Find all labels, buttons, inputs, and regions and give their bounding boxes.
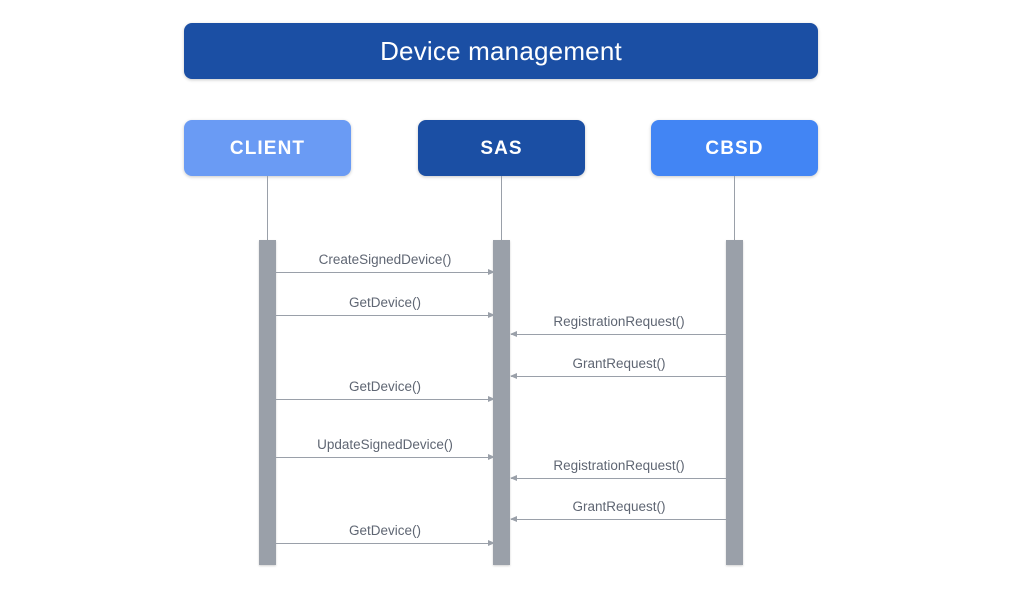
message-line bbox=[511, 478, 727, 479]
message-label: RegistrationRequest() bbox=[553, 314, 685, 330]
participant-box-client[interactable]: CLIENT bbox=[184, 120, 351, 176]
message-client-to-sas[interactable]: GetDevice() bbox=[276, 295, 495, 318]
message-line bbox=[511, 376, 727, 377]
arrow-head-left-icon bbox=[510, 515, 517, 522]
participant-label-sas: SAS bbox=[480, 137, 523, 159]
message-line bbox=[511, 519, 727, 520]
arrow-head-right-icon bbox=[488, 539, 495, 546]
diagram-title-banner: Device management bbox=[184, 23, 818, 79]
message-line bbox=[276, 315, 494, 316]
message-label: RegistrationRequest() bbox=[553, 458, 685, 474]
activation-bar-cbsd bbox=[726, 240, 743, 565]
participant-label-client: CLIENT bbox=[229, 137, 306, 159]
message-cbsd-to-sas[interactable]: RegistrationRequest() bbox=[510, 314, 727, 337]
page-title: Device management bbox=[380, 36, 622, 66]
lifeline-client bbox=[267, 176, 268, 240]
message-label: GrantRequest() bbox=[572, 356, 666, 372]
message-label: GetDevice() bbox=[348, 295, 421, 311]
arrow-head-right-icon bbox=[488, 395, 495, 402]
lifeline-cbsd bbox=[734, 176, 735, 240]
message-label: CreateSignedDevice() bbox=[318, 252, 452, 268]
message-client-to-sas[interactable]: GetDevice() bbox=[276, 523, 495, 546]
arrow-head-right-icon bbox=[488, 311, 495, 318]
message-cbsd-to-sas[interactable]: GrantRequest() bbox=[510, 356, 727, 379]
message-label: GrantRequest() bbox=[572, 499, 666, 515]
message-cbsd-to-sas[interactable]: RegistrationRequest() bbox=[510, 458, 727, 481]
arrow-head-left-icon bbox=[510, 372, 517, 379]
message-cbsd-to-sas[interactable]: GrantRequest() bbox=[510, 499, 727, 522]
participant-box-cbsd[interactable]: CBSD bbox=[651, 120, 818, 176]
message-line bbox=[276, 399, 494, 400]
participant-box-sas[interactable]: SAS bbox=[418, 120, 585, 176]
message-line bbox=[276, 272, 494, 273]
message-client-to-sas[interactable]: UpdateSignedDevice() bbox=[276, 437, 495, 460]
message-line bbox=[276, 457, 494, 458]
activation-bar-client bbox=[259, 240, 276, 565]
participant-label-cbsd: CBSD bbox=[705, 137, 764, 159]
message-line bbox=[276, 543, 494, 544]
arrow-head-left-icon bbox=[510, 330, 517, 337]
message-client-to-sas[interactable]: CreateSignedDevice() bbox=[276, 252, 495, 275]
message-label: GetDevice() bbox=[348, 523, 421, 539]
arrow-head-right-icon bbox=[488, 453, 495, 460]
message-line bbox=[511, 334, 727, 335]
message-client-to-sas[interactable]: GetDevice() bbox=[276, 379, 495, 402]
message-label: GetDevice() bbox=[348, 379, 421, 395]
arrow-head-left-icon bbox=[510, 474, 517, 481]
arrow-head-right-icon bbox=[488, 268, 495, 275]
lifeline-sas bbox=[501, 176, 502, 240]
message-label: UpdateSignedDevice() bbox=[317, 437, 453, 453]
activation-bar-sas bbox=[493, 240, 510, 565]
